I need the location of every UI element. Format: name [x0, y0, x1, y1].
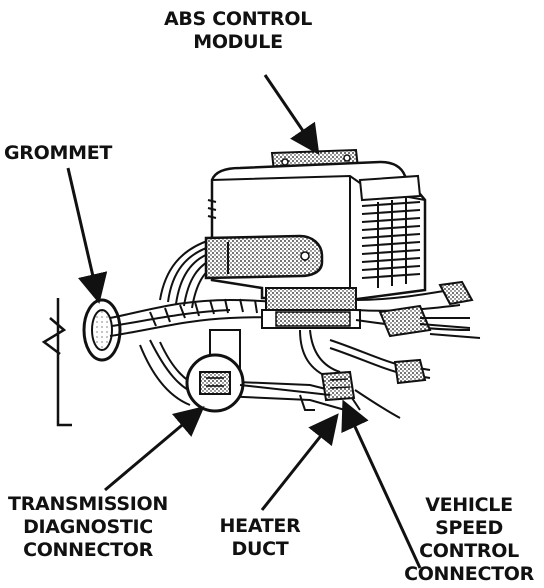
label-abs-control-module: ABS CONTROL MODULE — [163, 8, 313, 53]
heater-duct-leader — [260, 413, 339, 511]
right-harness — [299, 280, 481, 385]
speed-control-connector-shape — [320, 370, 356, 402]
abs-module-leader — [263, 74, 320, 155]
label-heater-duct: HEATER DUCT — [219, 515, 301, 560]
speed-control-leader — [341, 399, 422, 569]
label-transmission-diagnostic-connector: TRANSMISSION DIAGNOSTIC CONNECTOR — [8, 493, 168, 561]
grommet-shape — [82, 298, 122, 362]
grommet-leader — [66, 167, 108, 304]
transmission-connector-leader — [104, 406, 205, 492]
transmission-connector-shape — [185, 353, 331, 413]
leader-lines — [66, 74, 422, 569]
label-vehicle-speed-control-connector: VEHICLE SPEED CONTROL CONNECTOR — [404, 494, 534, 585]
label-grommet: GROMMET — [4, 142, 113, 164]
bulkhead-bracket — [41, 298, 72, 427]
